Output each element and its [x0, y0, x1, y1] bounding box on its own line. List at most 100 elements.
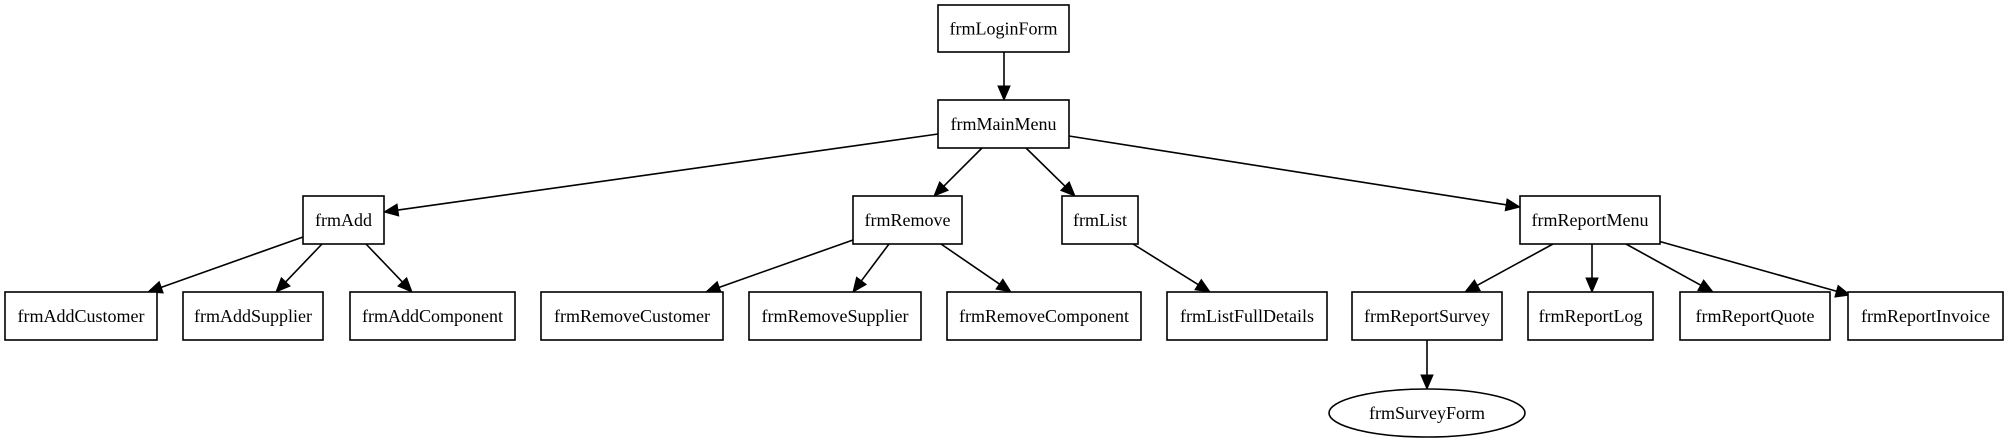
node-label: frmSurveyForm	[1369, 403, 1485, 423]
node-ellipse	[1328, 388, 1526, 438]
node-login: frmLoginForm	[937, 4, 1070, 53]
edge-reportSurvey-to-surveyForm	[1420, 340, 1434, 391]
edge-report-to-reportLog	[1585, 244, 1599, 294]
node-label: frmAdd	[315, 210, 372, 230]
diagram-edges	[146, 52, 1852, 391]
arrow-head-icon	[382, 203, 400, 217]
edge-line	[1025, 147, 1066, 187]
node-addComponent: frmAddComponent	[349, 291, 516, 341]
node-remove: frmRemove	[852, 195, 963, 245]
node-list: frmList	[1061, 195, 1139, 245]
edge-line	[1476, 243, 1554, 286]
node-report: frmReportMenu	[1519, 195, 1661, 245]
edge-line	[940, 243, 1000, 285]
edge-line	[1068, 135, 1507, 206]
edge-line	[1657, 240, 1837, 292]
edge-login-to-main	[997, 52, 1011, 102]
arrow-head-icon	[852, 276, 868, 294]
node-box	[4, 291, 158, 341]
edge-main-to-add	[382, 133, 939, 217]
node-listFull: frmListFullDetails	[1166, 291, 1328, 341]
edge-line	[860, 243, 890, 282]
node-label: frmAddSupplier	[194, 306, 312, 326]
node-reportSurvey: frmReportSurvey	[1351, 291, 1503, 341]
node-box	[748, 291, 922, 341]
edge-main-to-list	[1025, 147, 1076, 197]
node-removeCustomer: frmRemoveCustomer	[540, 291, 724, 341]
node-label: frmReportLog	[1539, 306, 1643, 326]
node-box	[302, 195, 385, 245]
node-box	[349, 291, 516, 341]
edge-remove-to-removeCustomer	[704, 239, 854, 294]
node-box	[852, 195, 963, 245]
arrow-head-icon	[397, 276, 413, 293]
node-box	[937, 99, 1070, 149]
arrow-head-icon	[1504, 198, 1522, 212]
edge-add-to-addSupplier	[275, 243, 323, 293]
node-reportQuote: frmReportQuote	[1679, 291, 1831, 341]
edge-line	[397, 133, 939, 211]
node-label: frmListFullDetails	[1180, 306, 1314, 326]
arrow-head-icon	[1059, 181, 1076, 197]
edge-line	[1132, 243, 1199, 286]
edge-line	[285, 243, 323, 283]
node-box	[1061, 195, 1139, 245]
node-main: frmMainMenu	[937, 99, 1070, 149]
node-label: frmMainMenu	[951, 114, 1057, 134]
node-reportLog: frmReportLog	[1527, 291, 1654, 341]
node-label: frmAddComponent	[362, 306, 503, 326]
arrow-head-icon	[1420, 374, 1434, 391]
edge-report-to-reportQuote	[1625, 243, 1715, 293]
node-label: frmRemoveSupplier	[762, 306, 909, 326]
edge-add-to-addComponent	[365, 243, 413, 293]
node-box	[1679, 291, 1831, 341]
node-label: frmReportSurvey	[1364, 306, 1490, 326]
edge-line	[1625, 243, 1702, 286]
node-box	[937, 4, 1070, 53]
node-box	[946, 291, 1142, 341]
node-addCustomer: frmAddCustomer	[4, 291, 158, 341]
node-add: frmAdd	[302, 195, 385, 245]
node-box	[1527, 291, 1654, 341]
edge-report-to-reportInvoice	[1657, 240, 1852, 298]
edge-line	[943, 147, 983, 187]
edge-line	[160, 236, 304, 289]
edge-main-to-report	[1068, 135, 1522, 212]
node-label: frmReportMenu	[1532, 210, 1649, 230]
node-label: frmRemoveCustomer	[554, 306, 710, 326]
node-label: frmAddCustomer	[18, 306, 145, 326]
edge-line	[718, 239, 854, 289]
node-box	[540, 291, 724, 341]
node-label: frmList	[1073, 210, 1127, 230]
arrow-head-icon	[933, 180, 950, 197]
node-removeComponent: frmRemoveComponent	[946, 291, 1142, 341]
diagram-nodes: frmLoginForm frmMainMenu frmAdd frmRemove fr…	[4, 4, 2004, 438]
edge-main-to-remove	[933, 147, 983, 197]
arrow-head-icon	[1834, 284, 1852, 298]
arrow-head-icon	[1697, 279, 1715, 293]
arrow-head-icon	[1463, 279, 1481, 293]
node-removeSupplier: frmRemoveSupplier	[748, 291, 922, 341]
arrow-head-icon	[997, 85, 1011, 102]
node-label: frmRemoveComponent	[959, 306, 1129, 326]
node-label: frmRemove	[865, 210, 951, 230]
node-box	[1847, 291, 2004, 341]
node-box	[182, 291, 324, 341]
node-box	[1166, 291, 1328, 341]
arrow-head-icon	[1585, 277, 1599, 294]
node-label: frmReportQuote	[1696, 306, 1815, 326]
node-box	[1519, 195, 1661, 245]
node-reportInvoice: frmReportInvoice	[1847, 291, 2004, 341]
edge-report-to-reportSurvey	[1463, 243, 1554, 293]
node-label: frmReportInvoice	[1861, 306, 1990, 326]
edge-remove-to-removeSupplier	[852, 243, 890, 294]
edge-list-to-listFull	[1132, 243, 1212, 293]
arrow-head-icon	[1194, 278, 1212, 293]
node-surveyForm: frmSurveyForm	[1328, 388, 1526, 438]
arrow-head-icon	[275, 276, 291, 293]
node-addSupplier: frmAddSupplier	[182, 291, 324, 341]
edge-line	[365, 243, 403, 283]
arrow-head-icon	[995, 278, 1013, 293]
node-label: frmLoginForm	[950, 19, 1058, 39]
